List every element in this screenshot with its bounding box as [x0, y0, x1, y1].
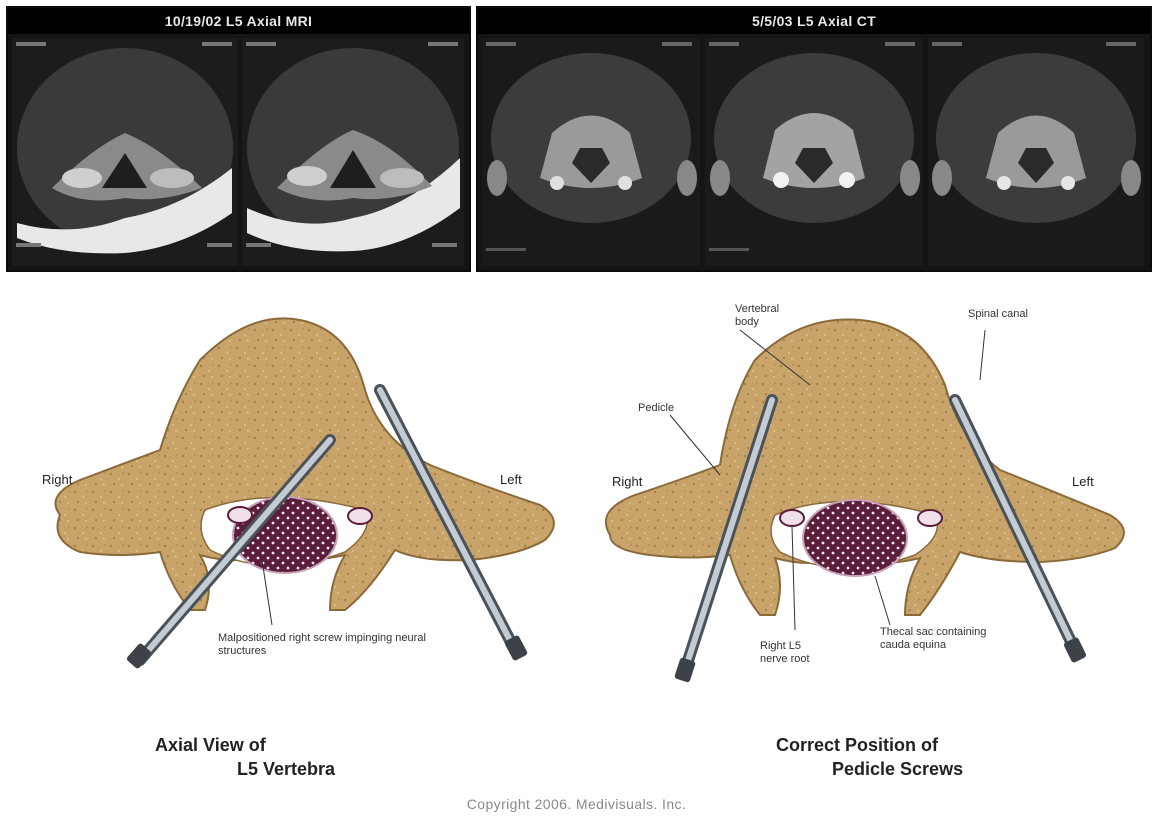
vertebral-body-label: Vertebral body	[735, 303, 805, 329]
ct-image-1	[482, 38, 700, 266]
ct-panel: 5/5/03 L5 Axial CT	[476, 6, 1152, 272]
ct-panel-title: 5/5/03 L5 Axial CT	[478, 8, 1150, 34]
left-diagram-right-label: Right	[42, 472, 72, 487]
left-diagram-left-label: Left	[500, 472, 522, 487]
mri-panel: 10/19/02 L5 Axial MRI	[6, 6, 471, 272]
mri-image-1	[12, 38, 238, 266]
mri-image-2	[242, 38, 464, 266]
right-caption-line1: Correct Position of	[776, 733, 938, 757]
spinal-canal-label: Spinal canal	[968, 308, 1088, 321]
mri-panel-title: 10/19/02 L5 Axial MRI	[8, 8, 469, 34]
malpositioned-screw-annotation: Malpositioned right screw impinging neur…	[218, 632, 468, 658]
thecal-sac	[803, 500, 907, 576]
left-caption-line1: Axial View of	[155, 733, 266, 757]
right-diagram-left-label: Left	[1072, 474, 1094, 489]
left-caption-line2: L5 Vertebra	[237, 757, 335, 781]
right-vertebra-diagram	[580, 290, 1153, 710]
ct-image-3	[928, 38, 1144, 266]
thecal-sac-label: Thecal sac containing cauda equina	[880, 626, 990, 652]
right-caption-line2: Pedicle Screws	[832, 757, 963, 781]
pedicle-label: Pedicle	[638, 402, 674, 415]
right-diagram-right-label: Right	[612, 474, 642, 489]
copyright-notice: Copyright 2006. Medivisuals. Inc.	[0, 796, 1153, 812]
nerve-root-label: Right L5 nerve root	[760, 640, 830, 666]
ct-image-2	[705, 38, 923, 266]
